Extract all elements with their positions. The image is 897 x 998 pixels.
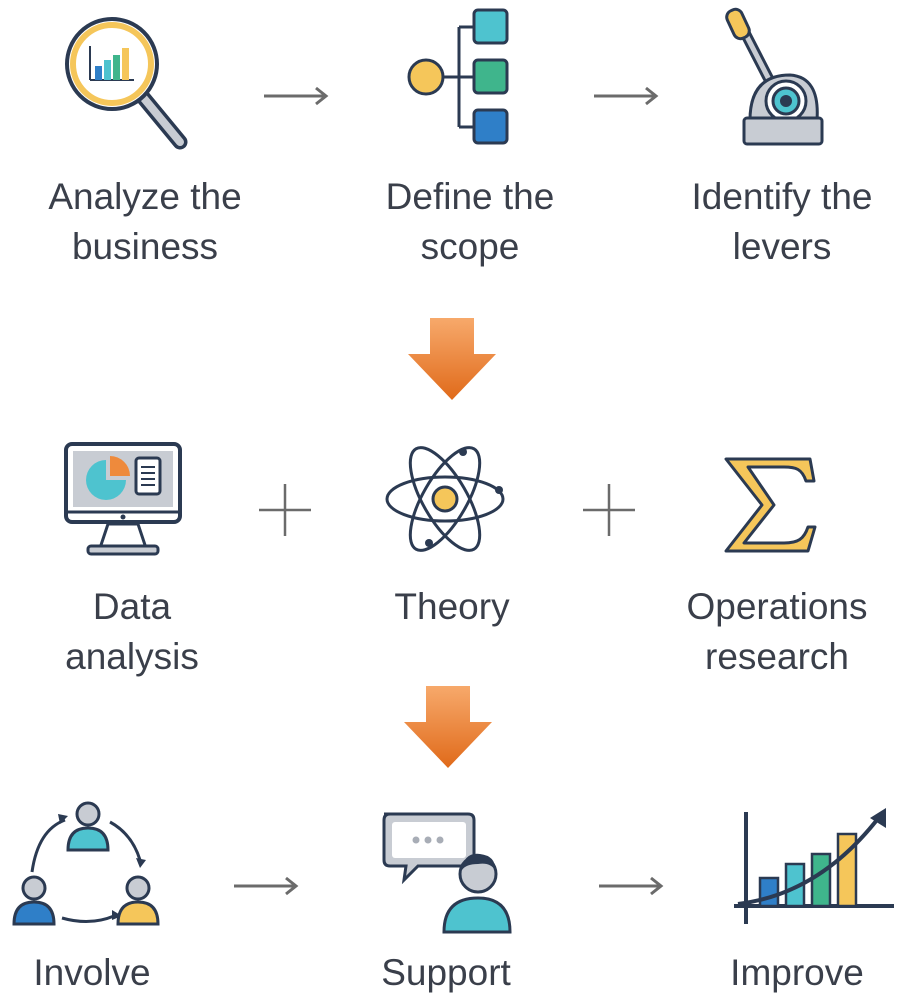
step-label-identify-line1: Identify the: [691, 176, 873, 217]
step-label-data-analysis: Data analysis: [12, 582, 252, 682]
step-label-involve: Involve: [0, 948, 212, 998]
atom-icon: [385, 446, 505, 552]
hierarchy-tree-icon: [407, 8, 509, 145]
growth-chart-icon: [734, 808, 894, 924]
step-label-support-line1: Support: [381, 952, 511, 993]
step-label-analyze-line2: business: [71, 226, 219, 267]
step-label-define-line2: scope: [420, 226, 520, 267]
step-label-data-analysis-line2: analysis: [65, 636, 199, 677]
sigma-icon: [724, 457, 817, 553]
step-label-involve-line1: Involve: [33, 952, 151, 993]
step-label-define: Define the scope: [350, 172, 590, 272]
step-label-improve-line1: Improve: [730, 952, 864, 993]
person-speech-icon: [382, 812, 512, 934]
step-label-data-analysis-line1: Data: [92, 586, 172, 627]
step-label-theory: Theory: [332, 582, 572, 632]
step-label-theory-line1: Theory: [394, 586, 510, 627]
arrow-connector-1: [264, 86, 329, 106]
lever-icon: [725, 7, 824, 146]
step-label-define-line1: Define the: [385, 176, 555, 217]
step-label-analyze-line1: Analyze the: [48, 176, 242, 217]
step-label-operations-research-line1: Operations: [686, 586, 868, 627]
step-label-operations-research-line2: research: [705, 636, 849, 677]
step-label-support: Support: [326, 948, 566, 998]
step-label-improve: Improve: [697, 948, 897, 998]
step-label-analyze: Analyze the business: [25, 172, 265, 272]
people-cycle-icon: [12, 801, 160, 926]
monitor-pie-chart-icon: [64, 442, 182, 556]
plus-connector-2: [583, 484, 635, 536]
arrow-connector-3: [234, 876, 299, 896]
plus-connector-1: [259, 484, 311, 536]
orange-down-arrow-1: [408, 318, 496, 400]
arrow-connector-4: [599, 876, 664, 896]
step-label-identify-line2: levers: [732, 226, 832, 267]
step-label-operations-research: Operations research: [657, 582, 897, 682]
step-label-identify: Identify the levers: [662, 172, 897, 272]
arrow-connector-2: [594, 86, 659, 106]
magnifier-chart-icon: [65, 17, 188, 150]
orange-down-arrow-2: [404, 686, 492, 768]
